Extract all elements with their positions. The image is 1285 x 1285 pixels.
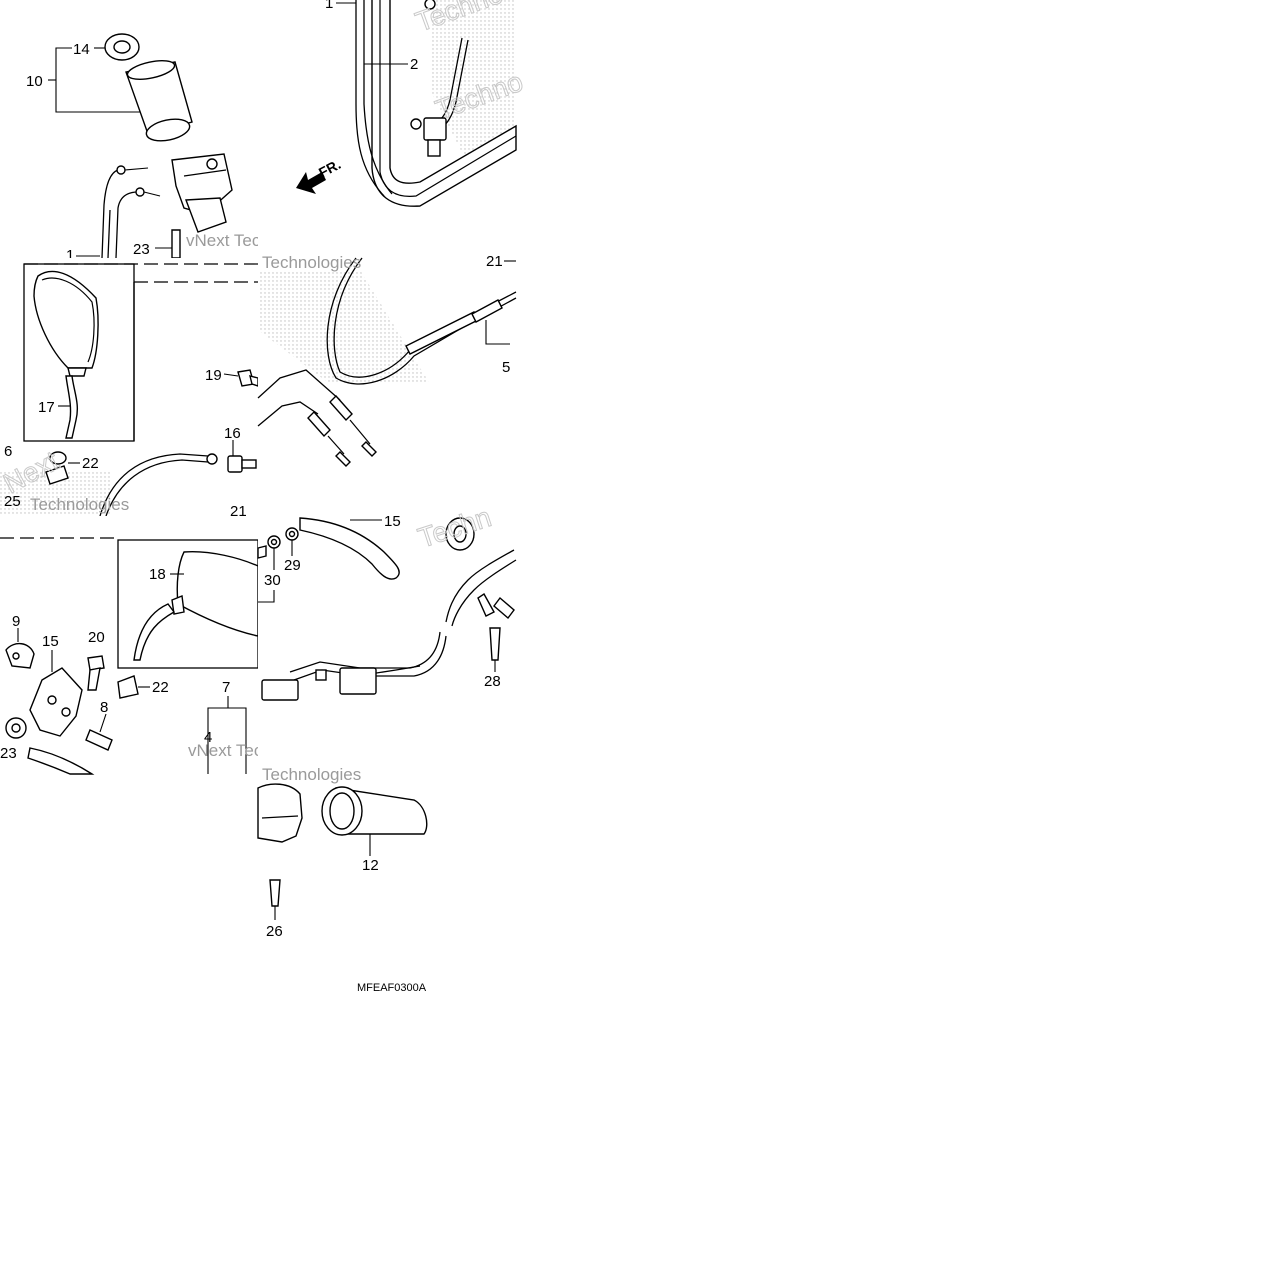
callout-25: 25 <box>4 493 21 510</box>
callout-28: 28 <box>484 673 501 690</box>
watermark-text: vNext Tec <box>186 231 261 250</box>
harness-connector-part <box>261 667 377 701</box>
throttle-grip-part <box>125 60 193 142</box>
grip-end-cap-part <box>104 33 140 61</box>
callout-14: 15 <box>42 633 59 650</box>
brake-lever-part <box>299 517 400 580</box>
switch-housing-part <box>171 153 233 233</box>
callout-7: 7 <box>222 679 230 696</box>
tile-lower-left: 18 9 15 20 22 8 23 7 4 <box>0 516 263 775</box>
callout-16: 16 <box>224 425 241 442</box>
callout-22-lower: 22 <box>152 679 169 696</box>
callout-2: 2 <box>410 56 418 73</box>
callout-13: 14 <box>73 41 90 58</box>
callout-1-lower: 1 <box>66 247 74 264</box>
callout-26: 26 <box>266 923 283 940</box>
tile-middle-left: 17 19 16 22 6 25 21 Next Technologies <box>0 258 259 520</box>
callout-29: 29 <box>284 557 301 574</box>
watermark-text: Technologies <box>262 253 361 272</box>
callout-5: 5 <box>502 359 510 376</box>
callout-8: 8 <box>100 699 108 716</box>
callout-21-partial: 21 <box>230 503 247 520</box>
tile-lower-right: 15 29 30 28 Techn <box>257 501 517 774</box>
watermark-text: Technologies <box>262 765 361 784</box>
callout-20: 20 <box>88 629 105 646</box>
tile-top-left: 14 10 23 1 vNext Tec <box>0 0 261 264</box>
tile-bottom: 12 26 Technologies MFEAF0300A <box>257 765 516 1032</box>
clutch-side-grip-part <box>321 786 428 836</box>
callout-6: 6 <box>4 443 12 460</box>
left-mirror-part <box>33 270 99 439</box>
callout-21: 21 <box>486 253 503 270</box>
callout-19: 19 <box>205 367 222 384</box>
tile-top-right: FR. 1 2 Techno Techno <box>258 0 527 258</box>
connector-part <box>410 117 447 157</box>
callout-15: 15 <box>384 513 401 530</box>
tile-middle-right: 5 21 Technologies <box>257 253 517 516</box>
callout-30: 30 <box>264 572 281 589</box>
callout-22: 22 <box>82 455 99 472</box>
adjuster-part <box>227 455 257 473</box>
callout-18: 18 <box>149 566 166 583</box>
right-mirror-part <box>133 550 259 661</box>
callout-4: 4 <box>204 729 212 746</box>
callout-27: 23 <box>133 241 150 258</box>
watermark-text: vNext Tec <box>188 741 263 760</box>
watermark-text: Technologies <box>30 495 129 514</box>
callout-17: 17 <box>38 399 55 416</box>
callout-12: 12 <box>362 857 379 874</box>
callout-1: 1 <box>325 0 333 12</box>
callout-9: 9 <box>12 613 20 630</box>
callout-10: 10 <box>26 73 43 90</box>
diagram-code: MFEAF0300A <box>357 982 427 994</box>
lever-holder-part <box>29 667 83 737</box>
callout-23: 23 <box>0 745 17 762</box>
